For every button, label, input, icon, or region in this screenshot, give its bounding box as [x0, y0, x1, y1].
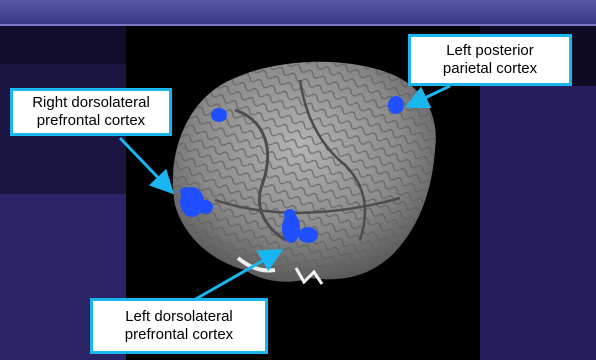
activation-superior-frontal	[211, 108, 227, 122]
activation-left-ppc	[388, 96, 404, 114]
label-left-posterior-parietal-cortex: Left posterior parietal cortex	[408, 34, 572, 86]
label-right-dorsolateral-prefrontal-cortex: Right dorsolateral prefrontal cortex	[10, 88, 172, 136]
arrow-right-dlpfc	[120, 138, 170, 190]
label-left-dorsolateral-prefrontal-cortex: Left dorsolateral prefrontal cortex	[90, 298, 268, 354]
